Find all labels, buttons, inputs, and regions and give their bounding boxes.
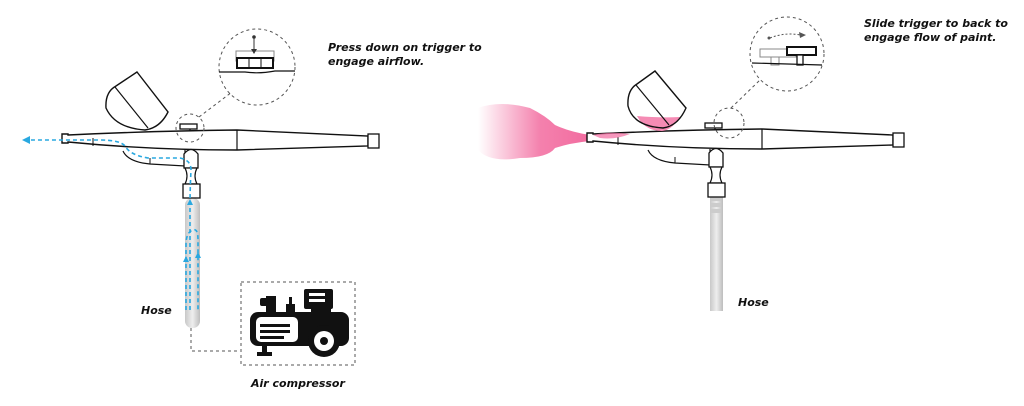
compressor-label: Air compressor	[251, 377, 345, 390]
right-airbrush	[478, 16, 905, 311]
callout-line: engage airflow.	[328, 55, 425, 68]
paint-cup	[627, 70, 687, 131]
right-callout-text: Slide trigger to back to engage flow of …	[864, 17, 1008, 45]
air-compressor-icon	[250, 289, 349, 357]
airflow-arrows	[22, 136, 201, 262]
hose	[710, 197, 723, 311]
arrow-left-icon	[22, 136, 30, 144]
trigger-zoom-callout	[175, 28, 296, 143]
hose-label: Hose	[141, 304, 172, 317]
left-callout-text: Press down on trigger to engage airflow.	[328, 41, 482, 69]
trigger-detail-slid-back	[751, 32, 823, 66]
callout-line: engage flow of paint.	[864, 31, 997, 44]
airflow-path	[26, 139, 199, 310]
compressor-connector	[190, 328, 240, 352]
hose-barb	[711, 197, 721, 213]
callout-line: Slide trigger to back to	[864, 17, 1008, 30]
hose-label: Hose	[738, 296, 769, 309]
paint-spray	[478, 104, 590, 160]
left-airbrush	[22, 28, 380, 366]
compressor-box	[240, 281, 356, 366]
slide-arrow-icon	[769, 33, 801, 39]
trigger-detail-pressed	[219, 35, 295, 74]
paint-cup	[105, 71, 169, 131]
trigger-zoom-callout	[713, 16, 825, 139]
callout-line: Press down on trigger to	[328, 41, 482, 54]
